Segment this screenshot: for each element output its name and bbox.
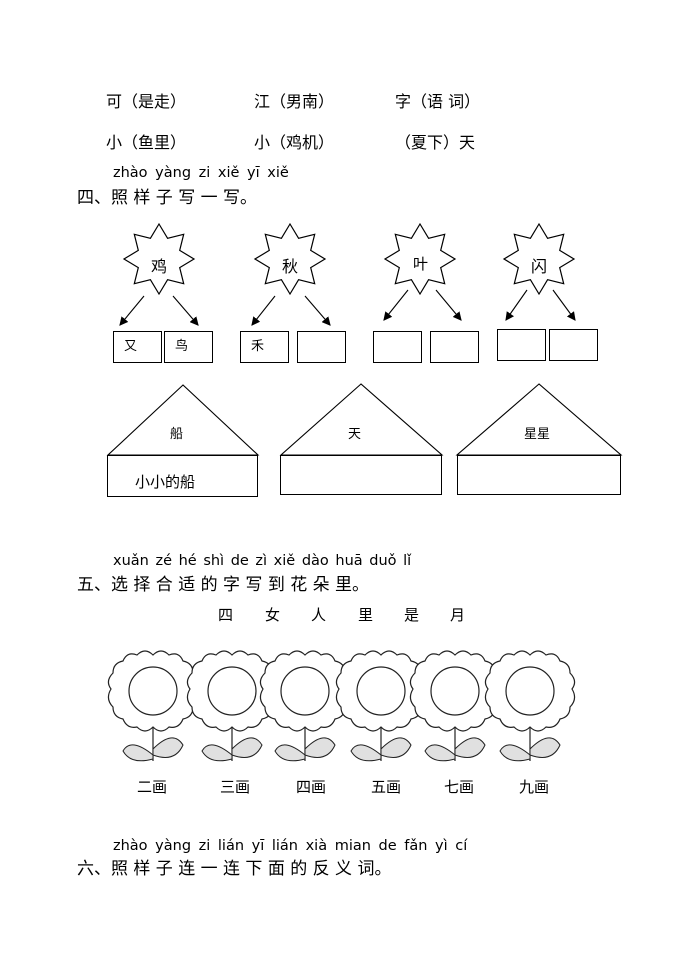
box-char: 鸟 [175,339,189,354]
house-body[interactable]: 小小的船 [107,455,258,497]
roof-label: 天 [348,427,362,442]
bank-char: 四 [218,606,234,624]
star-shape [502,222,576,296]
answer-box[interactable] [297,331,346,363]
stroke-label: 五画 [371,778,402,796]
stroke-labels: 二画 三画 四画 五画 七画 九画 [0,776,688,798]
arrow [505,289,528,321]
flower-icon [409,650,501,762]
stroke-label: 九画 [519,778,550,796]
arrow [383,289,409,321]
box-char: 又 [124,339,138,354]
choice-item: （夏下）天 [395,133,476,152]
star-shape [383,222,457,296]
stroke-label: 四画 [296,778,327,796]
section6-pinyin: zhào yàng zi lián yī lián xià mian de fǎ… [113,838,468,854]
flower-icon [107,650,199,762]
star-char: 秋 [282,257,299,276]
star-char: 叶 [413,255,429,273]
roof-label: 星星 [524,427,551,442]
answer-box[interactable]: 禾 [240,331,289,363]
house-answer: 小小的船 [135,473,196,491]
answer-box[interactable]: 鸟 [164,331,213,363]
arrow [119,295,145,326]
stroke-label: 二画 [137,778,168,796]
stroke-label: 七画 [444,778,475,796]
answer-box[interactable] [549,329,598,361]
arrow [304,295,331,326]
star-char: 闪 [531,257,548,276]
box-char: 禾 [251,339,265,354]
choice-item: 字（语 词） [395,92,481,111]
section4-title: 四、照 样 子 写 一 写。 [77,188,258,208]
flower-icon [186,650,278,762]
character-bank: 四 女 人 里 是 月 [0,604,688,626]
house-body[interactable] [280,455,442,495]
arrow [251,295,276,326]
choice-item: 小（鸡机） [254,133,335,152]
arrow [435,289,462,321]
bank-char: 女 [265,606,281,624]
answer-box[interactable] [497,329,546,361]
bank-char: 里 [358,606,374,624]
section5-pinyin: xuǎn zé hé shì de zì xiě dào huā duǒ lǐ [113,553,412,569]
answer-box[interactable] [373,331,422,363]
flower-icon [484,650,576,762]
roof-shape [106,384,260,456]
roof-label: 船 [170,427,184,442]
bank-char: 月 [450,606,466,624]
choice-item: 可（是走） [106,92,187,111]
choice-item: 江（男南） [254,92,335,111]
flower-icon [335,650,427,762]
choose-row-1: 可（是走） 江（男南） 字（语 词） [0,88,688,111]
section4-pinyin: zhào yàng zi xiě yī xiě [113,165,289,181]
stroke-label: 三画 [220,778,251,796]
choose-row-2: 小（鱼里） 小（鸡机） （夏下）天 [0,129,688,152]
bank-char: 是 [404,606,420,624]
section5-title: 五、选 择 合 适 的 字 写 到 花 朵 里。 [77,575,370,595]
roof-shape [455,383,623,456]
answer-box[interactable]: 又 [113,331,162,363]
answer-box[interactable] [430,331,479,363]
bank-char: 人 [311,606,327,624]
flower-icon [259,650,351,762]
flower-row [107,650,576,762]
section6-title: 六、照 样 子 连 一 连 下 面 的 反 义 词。 [77,859,392,879]
star-shape [122,222,196,296]
star-char: 鸡 [151,257,168,276]
choice-item: 小（鱼里） [106,133,187,152]
star-shape [253,222,327,296]
arrow [552,289,576,321]
roof-shape [279,383,444,456]
arrow [172,295,199,326]
house-body[interactable] [457,455,621,495]
